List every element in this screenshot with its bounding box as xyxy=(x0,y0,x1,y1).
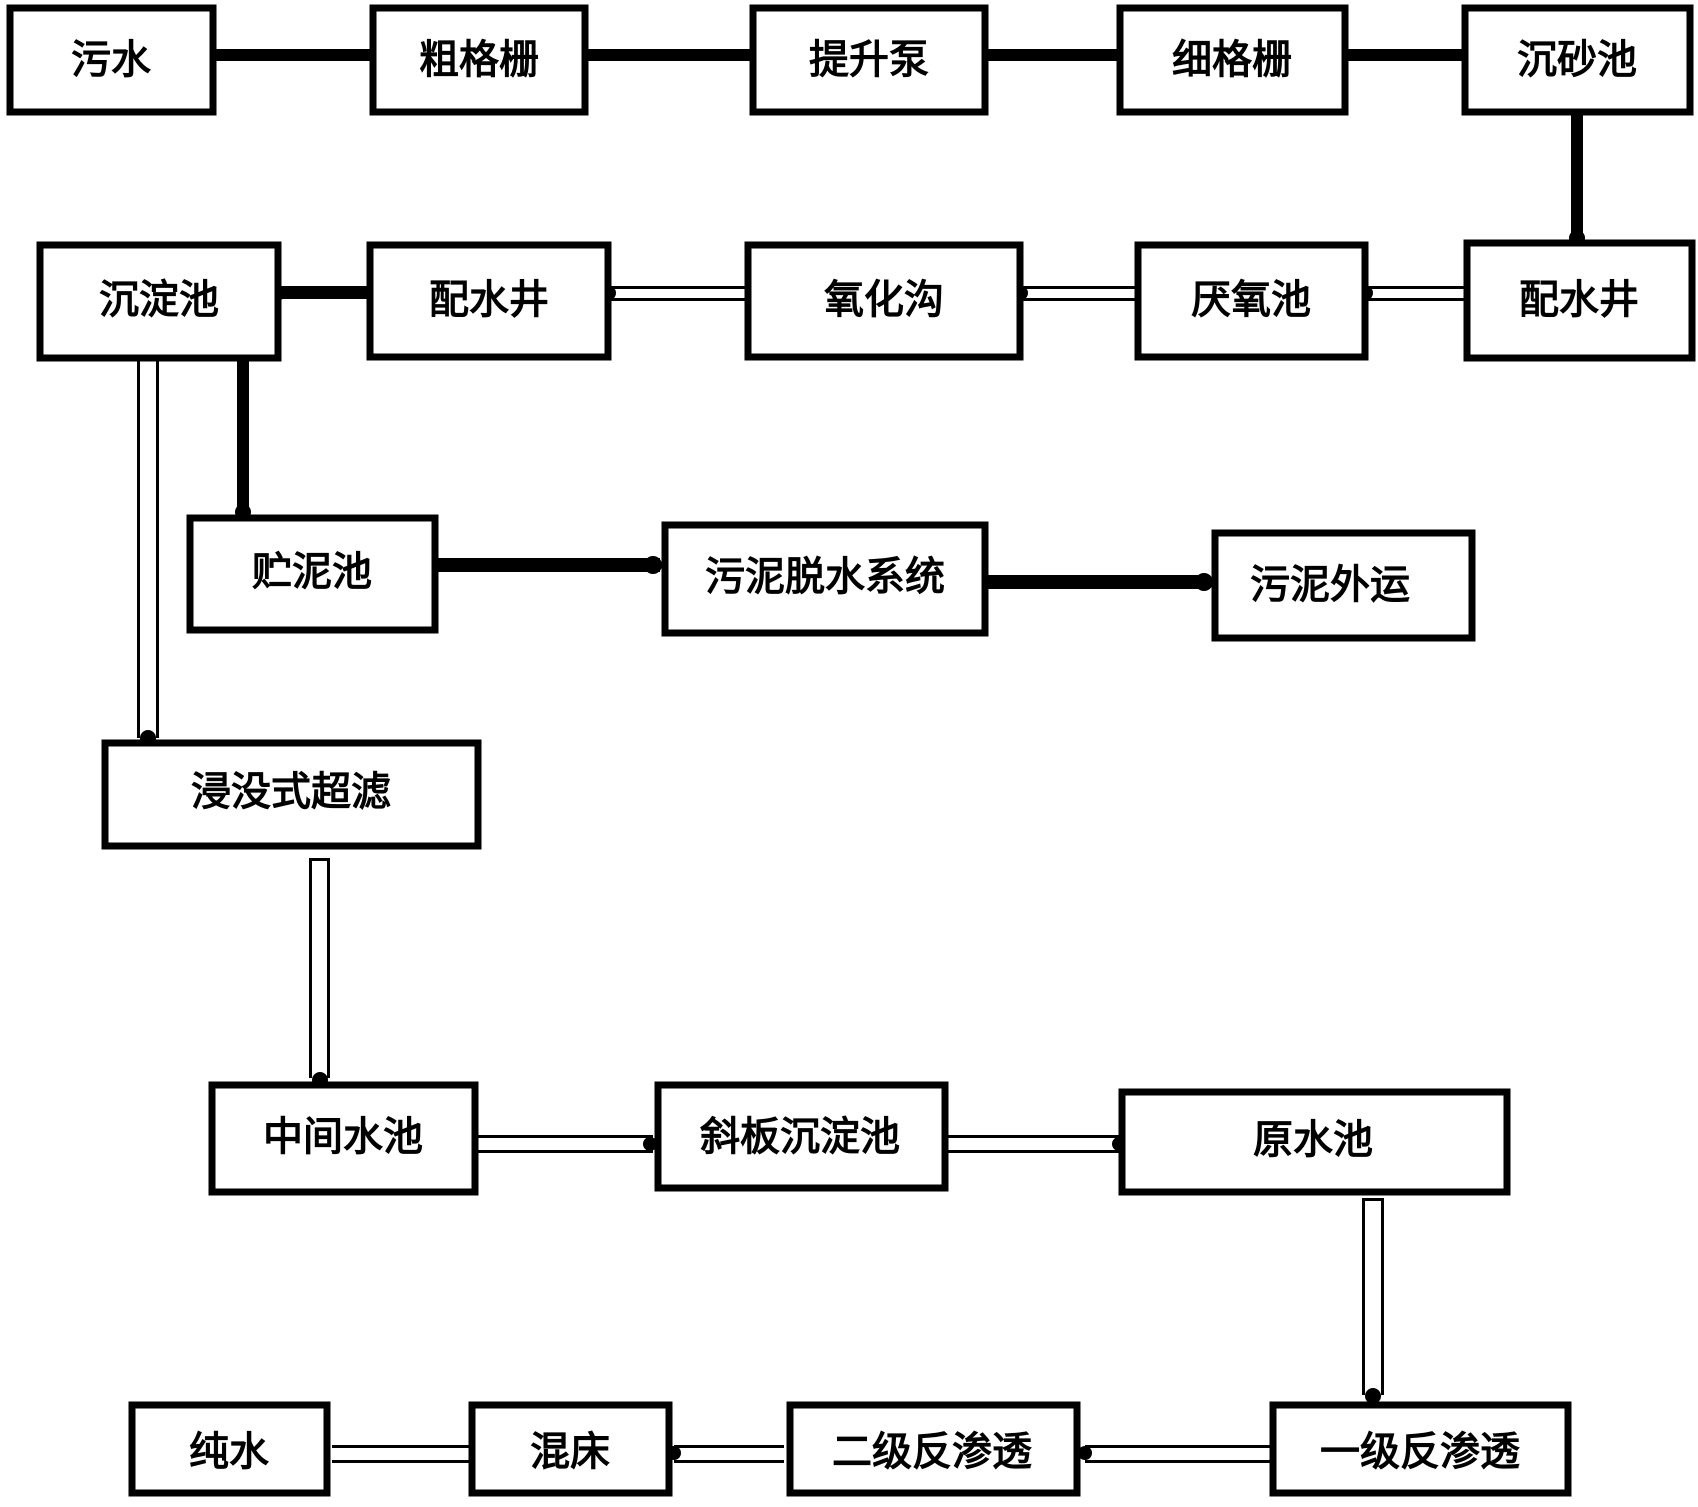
connector-sludge-storage-to-dewatering-head xyxy=(644,556,662,574)
node-sludge-storage: 贮泥池 xyxy=(186,514,439,634)
connector-raw-water-tank-to-primary-ro xyxy=(1362,1198,1384,1404)
node-pure-water: 纯水 xyxy=(128,1401,331,1497)
flow-connectors xyxy=(137,49,1585,1463)
connector-wastewater-to-coarse-screen xyxy=(213,49,373,61)
node-grit-chamber-label: 沉砂池 xyxy=(1517,37,1637,83)
connector-coarse-screen-to-lift-pump xyxy=(585,49,753,61)
node-mixed-bed-label: 混床 xyxy=(530,1429,610,1475)
node-mixed-bed: 混床 xyxy=(468,1401,673,1497)
node-raw-water-tank-label: 原水池 xyxy=(1253,1117,1373,1163)
node-intermediate-tank-label: 中间水池 xyxy=(263,1114,423,1160)
node-secondary-reverse-osmosis-label: 二级反渗透 xyxy=(832,1429,1033,1475)
node-lift-pump-label: 提升泵 xyxy=(809,37,929,83)
node-oxidation-ditch-label: 氧化沟 xyxy=(824,277,944,323)
node-distribution-well-1-label: 配水井 xyxy=(1519,277,1639,323)
connector-sludge-storage-to-dewatering xyxy=(435,558,660,572)
connector-distribution-well-to-anaerobic-tank xyxy=(1359,286,1467,301)
node-distribution-well-1: 配水井 xyxy=(1463,239,1696,362)
connector-submerged-uf-to-intermediate-tank xyxy=(309,858,330,1088)
node-oxidation-ditch: 氧化沟 xyxy=(744,241,1024,361)
process-nodes: 污水 粗格栅 提升泵 细格栅 沉砂池 配水井 厌氧池 氧化沟 xyxy=(6,4,1696,1497)
node-pure-water-label: 纯水 xyxy=(189,1429,270,1475)
node-grit-chamber: 沉砂池 xyxy=(1461,4,1694,116)
node-sludge-transport: 污泥外运 xyxy=(1211,529,1476,642)
node-intermediate-tank: 中间水池 xyxy=(208,1081,479,1196)
node-sludge-storage-label: 贮泥池 xyxy=(252,549,372,595)
node-sludge-dewatering-label: 污泥脱水系统 xyxy=(705,554,945,600)
node-distribution-well-2: 配水井 xyxy=(366,241,612,361)
node-sludge-dewatering: 污泥脱水系统 xyxy=(661,521,989,637)
connector-sedimentation-tank-to-submerged-uf xyxy=(137,358,159,746)
connector-sedimentation-tank-to-sludge-storage xyxy=(237,358,249,516)
node-fine-screen-label: 细格栅 xyxy=(1172,37,1292,83)
node-secondary-reverse-osmosis: 二级反渗透 xyxy=(786,1401,1081,1497)
node-anaerobic-tank: 厌氧池 xyxy=(1134,241,1369,361)
node-fine-screen: 细格栅 xyxy=(1116,4,1349,116)
node-sedimentation-tank: 沉淀池 xyxy=(36,241,282,362)
connector-distribution-well-to-sedimentation-tank xyxy=(272,286,370,300)
node-submerged-ultrafiltration-label: 浸没式超滤 xyxy=(191,769,391,815)
node-inclined-plate-settler: 斜板沉淀池 xyxy=(654,1081,949,1192)
connector-inclined-plate-settler-to-raw-water-tank xyxy=(945,1135,1126,1153)
node-wastewater: 污水 xyxy=(6,4,217,116)
connector-grit-chamber-to-distribution-well xyxy=(1571,113,1583,243)
node-sedimentation-tank-label: 沉淀池 xyxy=(99,277,219,323)
connector-intermediate-tank-to-inclined-plate-settler xyxy=(475,1135,657,1153)
node-sludge-transport-label: 污泥外运 xyxy=(1250,562,1410,608)
connector-fine-screen-to-grit-chamber xyxy=(1345,49,1465,61)
node-inclined-plate-settler-label: 斜板沉淀池 xyxy=(700,1114,900,1160)
node-wastewater-label: 污水 xyxy=(71,37,152,83)
connector-anaerobic-tank-to-oxidation-ditch xyxy=(1014,286,1138,301)
connector-primary-ro-to-secondary-ro xyxy=(1078,1445,1273,1463)
node-submerged-ultrafiltration: 浸没式超滤 xyxy=(101,739,482,850)
node-coarse-screen-label: 粗格栅 xyxy=(419,37,539,83)
connector-dewatering-to-sludge-transport-head xyxy=(1195,573,1213,591)
node-raw-water-tank: 原水池 xyxy=(1118,1088,1511,1196)
connector-lift-pump-to-fine-screen xyxy=(985,49,1120,61)
connector-mixed-bed-to-pure-water xyxy=(332,1445,472,1463)
node-coarse-screen: 粗格栅 xyxy=(369,4,589,116)
node-primary-reverse-osmosis-label: 一级反渗透 xyxy=(1320,1429,1521,1475)
connector-oxidation-ditch-to-distribution-well xyxy=(602,286,748,301)
node-distribution-well-2-label: 配水井 xyxy=(429,277,549,323)
connector-dewatering-to-sludge-transport xyxy=(985,575,1210,589)
connector-secondary-ro-to-mixed-bed xyxy=(667,1445,784,1463)
node-primary-reverse-osmosis: 一级反渗透 xyxy=(1269,1401,1572,1497)
node-anaerobic-tank-label: 厌氧池 xyxy=(1191,277,1311,323)
node-lift-pump: 提升泵 xyxy=(749,4,989,116)
